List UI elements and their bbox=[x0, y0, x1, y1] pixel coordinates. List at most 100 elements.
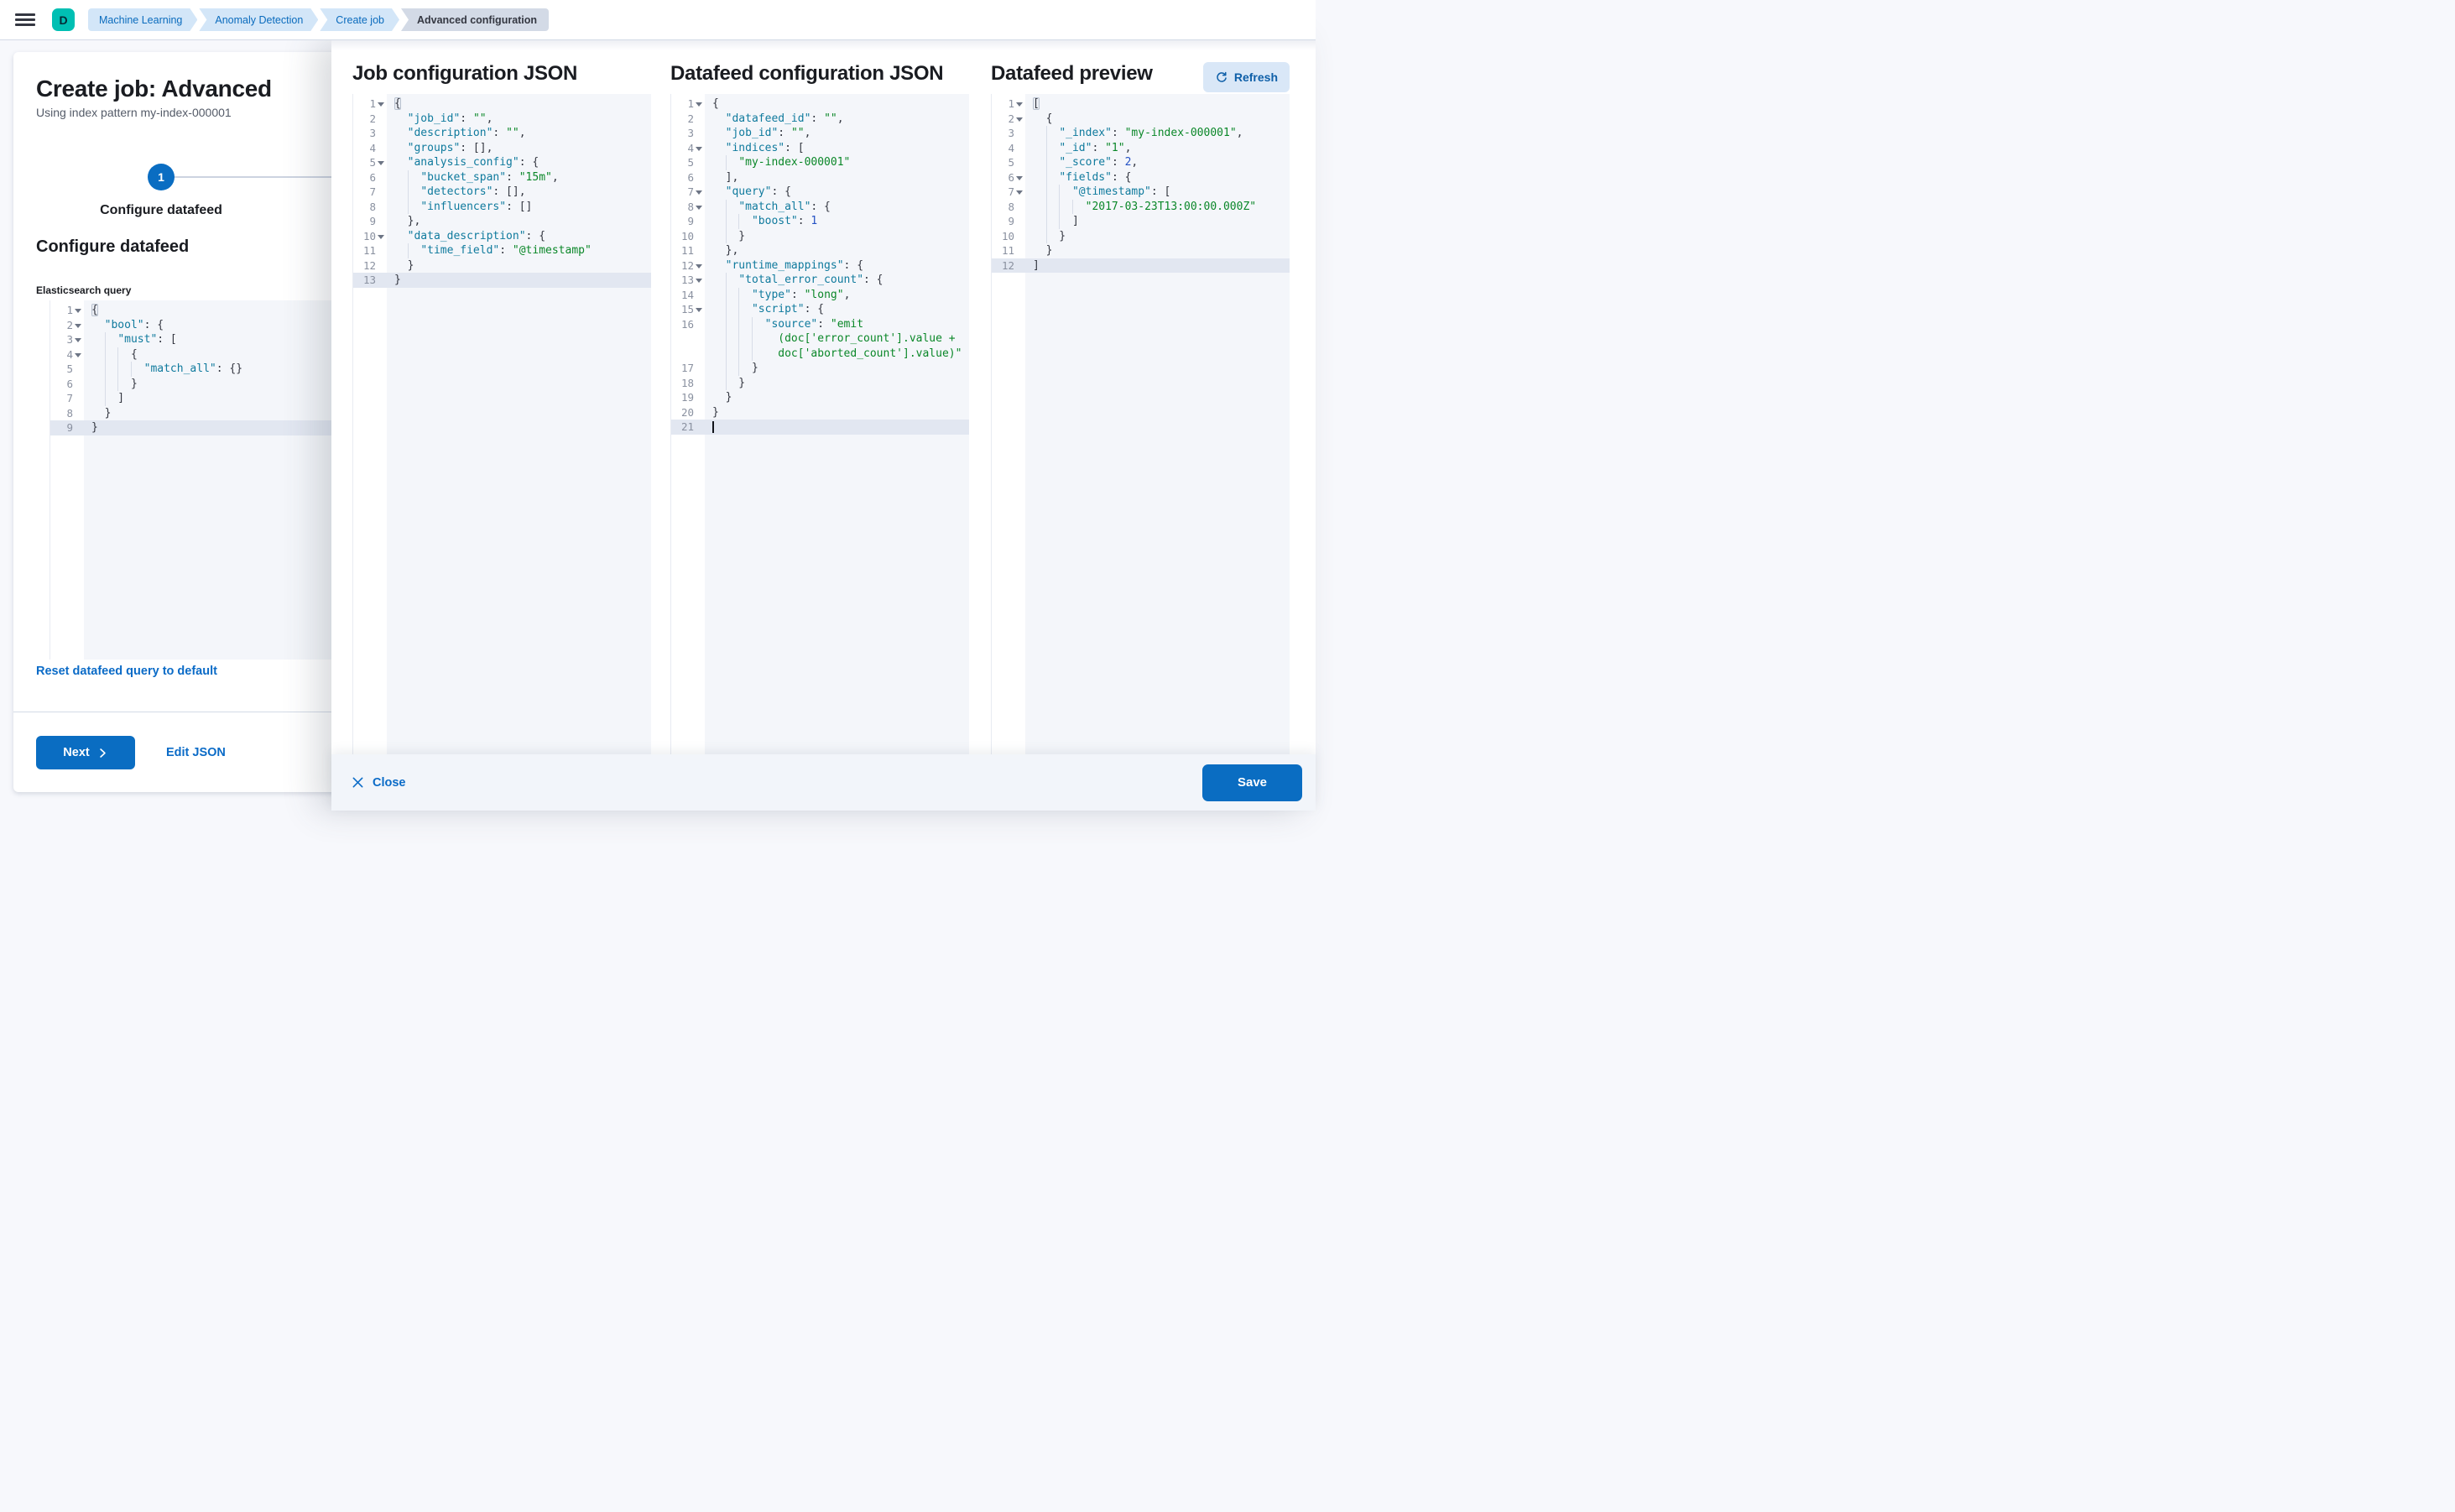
code-line: 6 "bucket_span": "15m", bbox=[353, 169, 651, 185]
code-line: 19 } bbox=[671, 390, 969, 405]
step-1-indicator[interactable]: 1 bbox=[148, 164, 175, 190]
fold-arrow-icon[interactable] bbox=[75, 352, 81, 357]
code-line: 21 bbox=[671, 420, 969, 435]
code-line: 7 ] bbox=[50, 391, 607, 406]
line-number: 5 bbox=[353, 155, 387, 170]
line-number: 19 bbox=[680, 391, 694, 404]
fold-arrow-icon[interactable] bbox=[1016, 102, 1023, 107]
line-number bbox=[671, 347, 705, 362]
next-button-label: Next bbox=[63, 746, 90, 759]
code-line: (doc['error_count'].value + bbox=[671, 331, 969, 347]
line-number: 5 bbox=[66, 362, 73, 375]
code-line: doc['aborted_count'].value)" bbox=[671, 346, 969, 362]
line-number: 10 bbox=[1001, 229, 1014, 242]
fold-arrow-icon[interactable] bbox=[1016, 175, 1023, 180]
reset-datafeed-query-link[interactable]: Reset datafeed query to default bbox=[36, 665, 217, 678]
datafeed-preview-heading: Datafeed preview bbox=[991, 62, 1153, 85]
fold-arrow-icon[interactable] bbox=[75, 338, 81, 342]
line-number: 6 bbox=[687, 170, 694, 184]
code-line: 11 } bbox=[992, 243, 1290, 258]
fold-arrow-icon[interactable] bbox=[696, 190, 702, 195]
code-line: 7 "@timestamp": [ bbox=[992, 185, 1290, 200]
line-number: 21 bbox=[680, 420, 694, 433]
space-avatar[interactable]: D bbox=[52, 8, 75, 31]
line-number: 2 bbox=[50, 318, 84, 333]
code-line: 12 "runtime_mappings": { bbox=[671, 258, 969, 274]
fold-arrow-icon[interactable] bbox=[696, 279, 702, 283]
fold-arrow-icon[interactable] bbox=[378, 161, 384, 165]
edit-json-link[interactable]: Edit JSON bbox=[166, 746, 226, 759]
code-line: 6 } bbox=[50, 376, 607, 391]
page-subtitle: Using index pattern my-index-000001 bbox=[36, 106, 232, 119]
line-number: 7 bbox=[671, 185, 705, 200]
line-number: 2 bbox=[687, 112, 694, 125]
line-number: 14 bbox=[680, 288, 694, 301]
line-number: 11 bbox=[680, 244, 694, 257]
line-number: 17 bbox=[680, 362, 694, 374]
elasticsearch-query-label: Elasticsearch query bbox=[36, 284, 132, 296]
line-number: 6 bbox=[66, 377, 73, 390]
code-line: 10 } bbox=[992, 228, 1290, 243]
datafeed-configuration-json-editor[interactable]: 1{2 "datafeed_id": "",3 "job_id": "",4 "… bbox=[670, 94, 969, 754]
line-number: 9 bbox=[369, 215, 376, 227]
code-line: 3 "_index": "my-index-000001", bbox=[992, 126, 1290, 141]
fold-arrow-icon[interactable] bbox=[378, 102, 384, 107]
section-heading: Configure datafeed bbox=[36, 237, 190, 256]
code-line: 8 "influencers": [] bbox=[353, 199, 651, 214]
code-line: 3 "description": "", bbox=[353, 126, 651, 141]
line-number: 13 bbox=[362, 274, 376, 286]
code-line: 2 "bool": { bbox=[50, 318, 607, 333]
edit-json-flyout: Job configuration JSON 1{2 "job_id": "",… bbox=[331, 40, 1316, 811]
line-number: 6 bbox=[992, 170, 1025, 185]
code-line: 5 "my-index-000001" bbox=[671, 155, 969, 170]
fold-arrow-icon[interactable] bbox=[696, 146, 702, 151]
line-number: 11 bbox=[362, 244, 376, 257]
line-number: 9 bbox=[1008, 215, 1014, 227]
code-line: 9 ] bbox=[992, 214, 1290, 229]
fold-arrow-icon[interactable] bbox=[378, 234, 384, 239]
next-button[interactable]: Next bbox=[36, 736, 135, 769]
line-number: 7 bbox=[66, 392, 73, 404]
fold-arrow-icon[interactable] bbox=[696, 308, 702, 312]
line-number: 9 bbox=[66, 421, 73, 434]
code-line: 9 "boost": 1 bbox=[671, 214, 969, 229]
code-line: 16 "source": "emit bbox=[671, 316, 969, 331]
fold-arrow-icon[interactable] bbox=[1016, 190, 1023, 195]
line-number: 3 bbox=[369, 127, 376, 139]
fold-arrow-icon[interactable] bbox=[696, 205, 702, 210]
line-number: 20 bbox=[680, 405, 694, 419]
line-number: 2 bbox=[369, 112, 376, 125]
code-line: 3 "job_id": "", bbox=[671, 126, 969, 141]
code-line: 5 "analysis_config": { bbox=[353, 155, 651, 170]
breadcrumb-item[interactable]: Create job bbox=[320, 8, 399, 31]
close-button[interactable]: Close bbox=[352, 776, 406, 790]
line-number: 16 bbox=[680, 317, 694, 331]
fold-arrow-icon[interactable] bbox=[696, 102, 702, 107]
line-number: 10 bbox=[680, 229, 694, 242]
code-line: 1[ bbox=[992, 96, 1290, 112]
refresh-button[interactable]: Refresh bbox=[1202, 62, 1290, 92]
code-line: 7 "query": { bbox=[671, 185, 969, 200]
code-line: 6 "fields": { bbox=[992, 169, 1290, 185]
code-line: 12] bbox=[992, 258, 1290, 273]
code-line: 5 "match_all": {} bbox=[50, 362, 607, 377]
line-number: 11 bbox=[1001, 244, 1014, 257]
datafeed-preview-editor[interactable]: 1[2 {3 "_index": "my-index-000001",4 "_i… bbox=[991, 94, 1290, 754]
fold-arrow-icon[interactable] bbox=[75, 323, 81, 328]
code-line: 10 "data_description": { bbox=[353, 229, 651, 244]
code-line: 3 "must": [ bbox=[50, 332, 607, 347]
breadcrumb-item[interactable]: Machine Learning bbox=[88, 8, 197, 31]
hamburger-menu-icon[interactable] bbox=[15, 13, 35, 27]
line-number: 8 bbox=[671, 200, 705, 215]
job-configuration-json-editor[interactable]: 1{2 "job_id": "",3 "description": "",4 "… bbox=[352, 94, 651, 754]
breadcrumb-item[interactable]: Anomaly Detection bbox=[199, 8, 318, 31]
fold-arrow-icon[interactable] bbox=[75, 309, 81, 313]
save-button[interactable]: Save bbox=[1202, 764, 1302, 801]
code-line: 10 } bbox=[671, 228, 969, 243]
code-line: 4 "groups": [], bbox=[353, 141, 651, 156]
fold-arrow-icon[interactable] bbox=[1016, 117, 1023, 122]
step-1-label: Configure datafeed bbox=[100, 203, 222, 217]
fold-arrow-icon[interactable] bbox=[696, 263, 702, 269]
